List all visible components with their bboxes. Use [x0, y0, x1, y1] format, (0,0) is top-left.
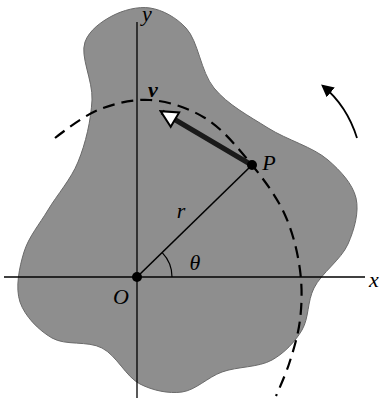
axis-label: y: [142, 3, 152, 25]
circular-path: [55, 100, 302, 396]
rotation-arrow: [323, 86, 357, 138]
rigid-body-shape: [18, 8, 357, 393]
radius-label: r: [177, 200, 186, 222]
angle-label: θ: [190, 252, 201, 274]
angle-arc: [162, 253, 172, 277]
velocity-arrow: [162, 112, 250, 164]
y-axis: [136, 22, 137, 398]
radius-line: [137, 165, 252, 277]
body-layer: [18, 8, 357, 393]
point-label: O: [113, 286, 129, 308]
axis-label: x: [369, 269, 379, 291]
origin-dot: [132, 272, 142, 282]
path-layer: [55, 100, 302, 396]
point-label: P: [262, 152, 275, 174]
x-axis: [4, 276, 365, 277]
point-dot: [247, 160, 257, 170]
velocity-label: v: [148, 79, 158, 101]
